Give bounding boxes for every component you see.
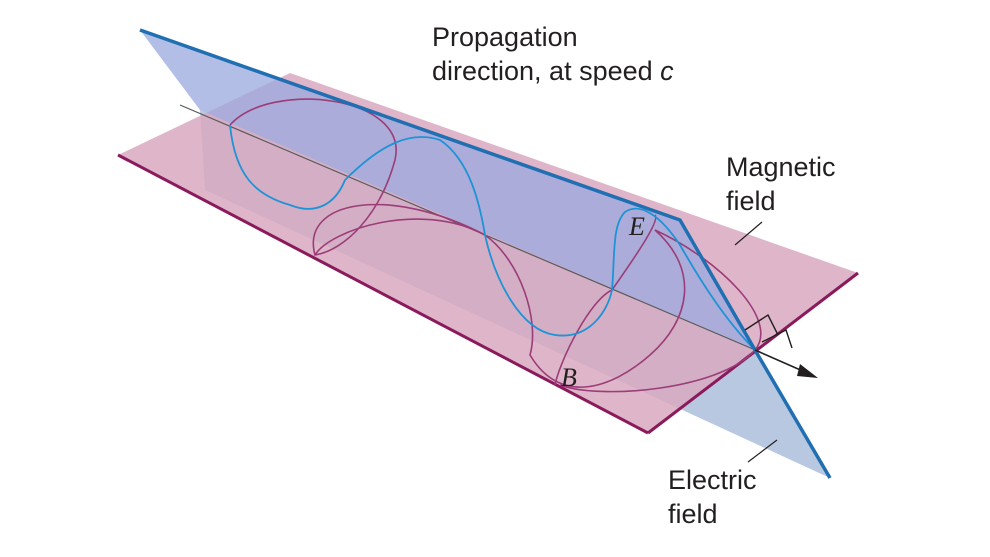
propagation-label-text: direction, at speed <box>432 56 661 86</box>
magnetic-label-line1: Magnetic <box>726 152 836 182</box>
propagation-arrow-shaft <box>754 349 806 373</box>
magnetic-field-plane <box>118 73 858 433</box>
b-field-symbol: B <box>561 363 577 392</box>
magnetic-field-label: Magnetic field <box>726 150 836 218</box>
e-field-symbol: E <box>629 212 645 241</box>
electric-label-line1: Electric <box>668 465 757 495</box>
propagation-label-line2: direction, at speed c <box>432 54 674 88</box>
magnetic-label-line2: field <box>726 186 776 216</box>
propagation-label-line1: Propagation <box>432 22 578 52</box>
electric-field-plane <box>140 30 755 350</box>
propagation-arrow-head <box>797 364 818 378</box>
electric-field-label: Electric field <box>668 463 757 531</box>
electric-label-line2: field <box>668 499 718 529</box>
right-angle-marker-lower <box>761 329 793 349</box>
b-field-wave <box>229 98 762 393</box>
speed-symbol-c: c <box>660 56 674 86</box>
electric-plane-lower-edge <box>753 349 832 479</box>
magnetic-plane-front-edge <box>117 153 649 435</box>
e-field-wave <box>229 124 756 351</box>
electric-plane-top-edge <box>139 28 757 351</box>
right-angle-marker-upper <box>744 313 779 336</box>
propagation-direction-label: Propagation direction, at speed c <box>432 20 674 88</box>
magnetic-label-leader <box>734 221 763 246</box>
electric-label-leader <box>747 439 778 463</box>
